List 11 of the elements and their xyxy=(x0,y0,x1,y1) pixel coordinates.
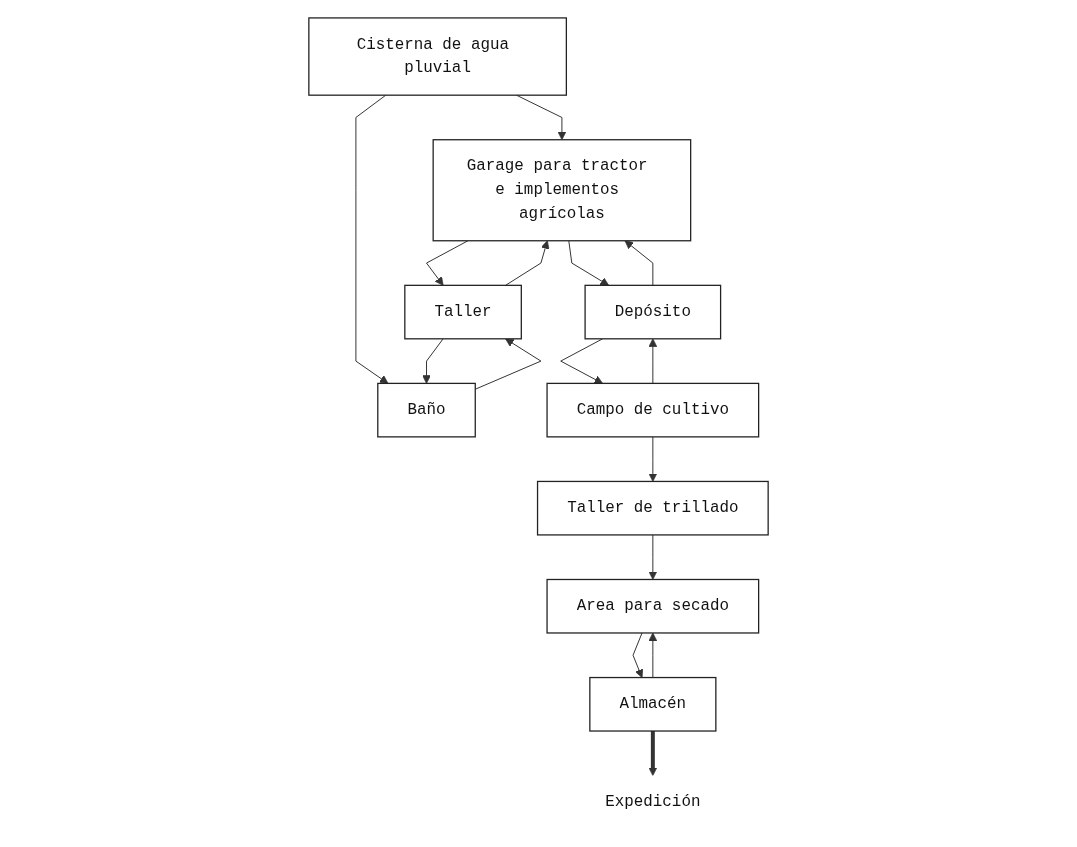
node-box: Campo de cultivo xyxy=(546,382,760,438)
node-box: Almacén xyxy=(589,676,717,732)
node-text: Expedición xyxy=(605,793,701,812)
node-box: Baño xyxy=(377,382,476,438)
arrow xyxy=(648,731,658,776)
node-box: Taller de trillado xyxy=(536,480,769,536)
node-box: Garage para tractor e implementos agrícolas xyxy=(432,139,692,242)
node-box: Area para secado xyxy=(546,578,760,634)
node-box: Taller xyxy=(404,284,522,340)
node-box: Depósito xyxy=(584,284,722,340)
node-box: Cisterna de agua pluvial xyxy=(308,17,567,96)
